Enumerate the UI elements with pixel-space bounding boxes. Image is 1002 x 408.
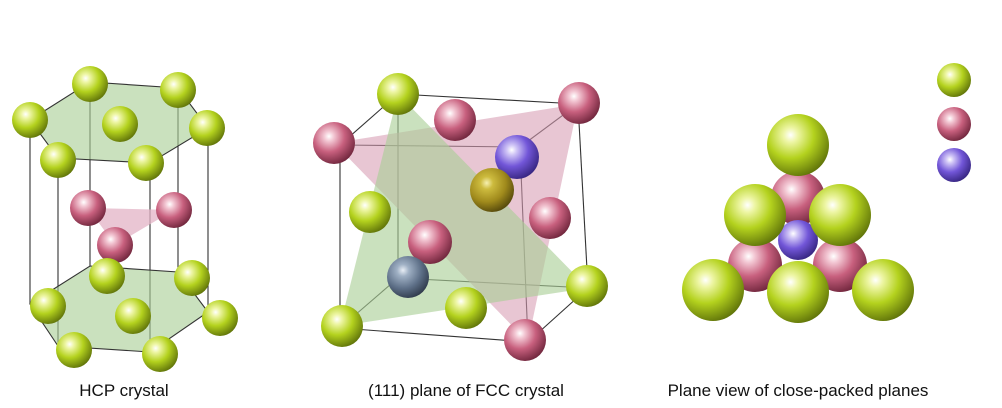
fcc-atom-c: [495, 135, 539, 179]
hcp-atom-b: [70, 190, 106, 226]
hcp-atom-a: [40, 142, 76, 178]
legend-item-a: : A: [936, 62, 971, 98]
hcp-crystal: [12, 66, 238, 372]
hcp-atom-b: [156, 192, 192, 228]
plane-atom-a: [724, 184, 786, 246]
atom-b-icon: [937, 107, 971, 141]
fcc-atom-b: [313, 122, 355, 164]
hcp-atom-a: [128, 145, 164, 181]
fcc-atom-b: [434, 99, 476, 141]
plane-atom-a: [767, 261, 829, 323]
caption-fcc: (111) plane of FCC crystal: [368, 381, 564, 400]
legend-item-b: : B: [936, 106, 971, 142]
hcp-atom-a: [30, 288, 66, 324]
fcc-atom-a: [377, 73, 419, 115]
fcc-atom-a: [321, 305, 363, 347]
fcc-atom-b: [529, 197, 571, 239]
fcc-atom-a: [445, 287, 487, 329]
caption-plane-view: Plane view of close-packed planes: [667, 381, 929, 400]
fcc-atom-b: [408, 220, 452, 264]
plane-atom-a: [852, 259, 914, 321]
hcp-atom-a: [189, 110, 225, 146]
fcc-atom-a: [349, 191, 391, 233]
plane-atom-a: [809, 184, 871, 246]
plane-atom-c: [778, 220, 818, 260]
plane-atom-b: [813, 238, 867, 292]
hcp-atom-a: [89, 258, 125, 294]
fcc-atom-a: [470, 168, 514, 212]
plane-view: [682, 114, 914, 323]
hcp-atom-a: [202, 300, 238, 336]
plane-atom-a: [682, 259, 744, 321]
caption-hcp: HCP crystal: [79, 381, 169, 400]
hcp-atom-a: [142, 336, 178, 372]
hcp-atom-a: [174, 260, 210, 296]
fcc-atom-a: [566, 265, 608, 307]
atom-c-icon: [937, 148, 971, 182]
fcc-crystal: [313, 73, 608, 361]
fcc-atom-b: [558, 82, 600, 124]
legend-item-c: : C: [936, 147, 971, 183]
hcp-atom-a: [56, 332, 92, 368]
hcp-atom-a: [160, 72, 196, 108]
hcp-atom-a: [72, 66, 108, 102]
hcp-atom-a: [12, 102, 48, 138]
hcp-atom-a: [102, 106, 138, 142]
atom-a-icon: [937, 63, 971, 97]
hcp-atom-a: [115, 298, 151, 334]
fcc-atom-b: [504, 319, 546, 361]
fcc-atom-c: [387, 256, 429, 298]
plane-atom-a: [767, 114, 829, 176]
hcp-atom-b: [97, 227, 133, 263]
